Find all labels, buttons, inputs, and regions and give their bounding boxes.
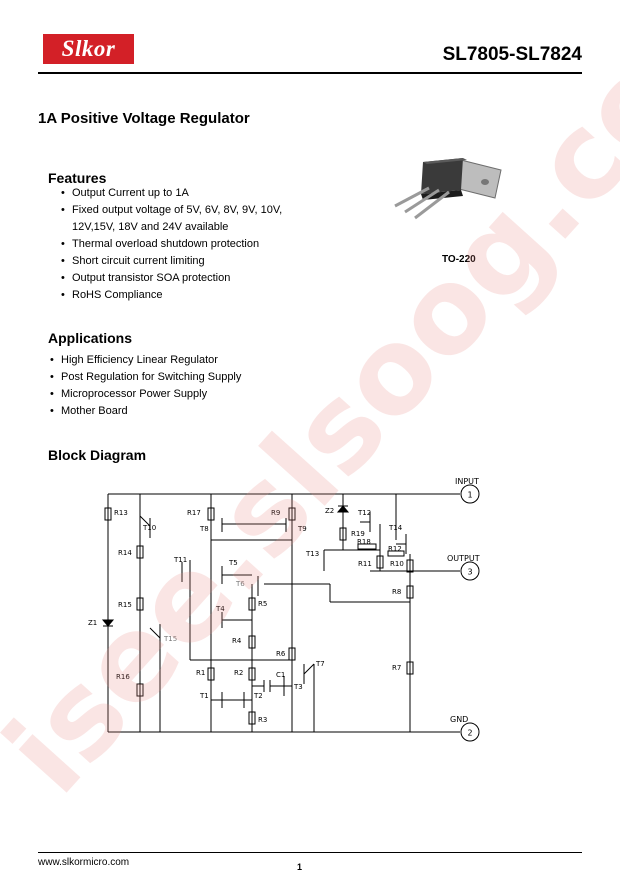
label-t9: T9 [297, 525, 307, 533]
label-r15: R15 [118, 601, 132, 609]
label-r3: R3 [258, 716, 267, 724]
label-r7: R7 [392, 664, 401, 672]
list-item: Fixed output voltage of 5V, 6V, 8V, 9V, … [59, 202, 294, 236]
label-t1: T1 [199, 692, 209, 700]
list-item: Post Regulation for Switching Supply [48, 369, 308, 386]
pin-gnd-number: 2 [467, 729, 472, 738]
label-t8: T8 [199, 525, 209, 533]
to220-package-image [394, 158, 502, 220]
label-t14: T14 [388, 524, 403, 532]
label-r6: R6 [276, 650, 286, 658]
pin-input-label: INPUT [455, 477, 479, 486]
label-t7: T7 [315, 660, 325, 668]
features-heading: Features [48, 170, 107, 186]
label-t2: T2 [253, 692, 263, 700]
pin-output-label: OUTPUT [447, 554, 480, 563]
list-item: Microprocessor Power Supply [48, 386, 308, 403]
applications-list: High Efficiency Linear Regulator Post Re… [48, 352, 308, 420]
label-r1: R1 [196, 669, 205, 677]
label-r16: R16 [116, 673, 130, 681]
pin-output-number: 3 [467, 568, 472, 577]
label-r17: R17 [187, 509, 201, 517]
page-title: 1A Positive Voltage Regulator [38, 110, 250, 127]
label-t5: T5 [228, 559, 238, 567]
label-z1: Z1 [88, 619, 97, 627]
label-r12: R12 [388, 545, 402, 553]
label-t11: T11 [173, 556, 187, 564]
label-z2: Z2 [325, 507, 334, 515]
label-r2: R2 [234, 669, 243, 677]
label-r19: R19 [351, 530, 365, 538]
footer-rule [38, 852, 582, 853]
list-item: High Efficiency Linear Regulator [48, 352, 308, 369]
list-item: Thermal overload shutdown protection [59, 236, 294, 253]
list-item: Output transistor SOA protection [59, 270, 294, 287]
label-t4: T4 [215, 605, 225, 613]
label-t15: T15 [163, 635, 177, 643]
pin-input-number: 1 [467, 491, 472, 500]
page-number: 1 [297, 862, 303, 872]
part-number: SL7805-SL7824 [442, 44, 582, 65]
label-c1: C1 [276, 671, 285, 679]
label-t10: T10 [142, 524, 156, 532]
label-r13: R13 [114, 509, 128, 517]
header-rule [38, 72, 582, 74]
label-r5: R5 [258, 600, 267, 608]
label-r4: R4 [232, 637, 242, 645]
package-label: TO-220 [442, 254, 476, 265]
features-list: Output Current up to 1A Fixed output vol… [59, 185, 294, 304]
list-item: Mother Board [48, 403, 308, 420]
label-t12: T12 [357, 509, 371, 517]
pin-gnd-label: GND [450, 715, 468, 724]
list-item: Short circuit current limiting [59, 253, 294, 270]
label-r14: R14 [118, 549, 132, 557]
list-item: RoHS Compliance [59, 287, 294, 304]
label-r10: R10 [390, 560, 404, 568]
label-r8: R8 [392, 588, 401, 596]
company-logo: Slkor [43, 34, 134, 64]
label-t13: T13 [305, 550, 319, 558]
label-r9: R9 [271, 509, 280, 517]
label-r11: R11 [358, 560, 372, 568]
label-t6: T6 [235, 580, 245, 588]
block-diagram-heading: Block Diagram [48, 447, 147, 463]
list-item: Output Current up to 1A [59, 185, 294, 202]
footer-url[interactable]: www.slkormicro.com [38, 857, 130, 868]
applications-heading: Applications [48, 330, 133, 346]
label-r18: R18 [357, 538, 371, 546]
block-diagram-schematic: 1 3 2 INPUT OUTPUT GND R13 T10 R14 R15 Z… [88, 477, 480, 742]
label-t3: T3 [293, 683, 303, 691]
